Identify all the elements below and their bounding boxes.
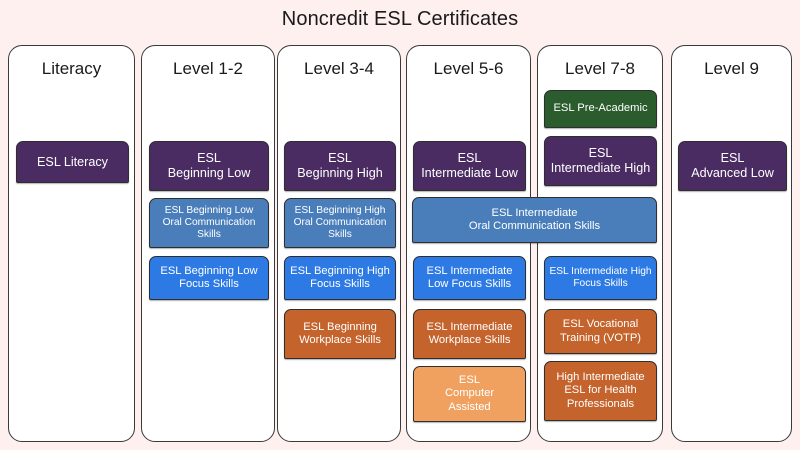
- column-card-literacy: Literacy ESL Literacy: [8, 45, 135, 442]
- program-box-esl-intermediate-high-focus-skills[interactable]: ESL Intermediate High Focus Skills: [544, 256, 657, 300]
- program-box-esl-beginning-high-oral-communication-skills[interactable]: ESL Beginning High Oral Communication Sk…: [284, 198, 396, 248]
- program-box-esl-advanced-low[interactable]: ESL Advanced Low: [678, 141, 787, 191]
- column-title-level-7-8: Level 7-8: [565, 59, 635, 78]
- program-box-esl-computer-assisted[interactable]: ESL Computer Assisted: [413, 366, 526, 422]
- program-box-esl-beginning-low-focus-skills[interactable]: ESL Beginning Low Focus Skills: [149, 256, 269, 300]
- program-box-esl-beginning-low-oral-communication-skills[interactable]: ESL Beginning Low Oral Communication Ski…: [149, 198, 269, 248]
- column-card-level-9: Level 9 ESL Advanced Low: [671, 45, 792, 442]
- column-title-literacy: Literacy: [41, 59, 102, 78]
- program-box-esl-beginning-workplace-skills[interactable]: ESL Beginning Workplace Skills: [284, 309, 396, 359]
- program-box-esl-intermediate-high[interactable]: ESL Intermediate High: [544, 136, 657, 186]
- column-title-level-5-6: Level 5-6: [433, 59, 504, 78]
- program-box-esl-beginning-low[interactable]: ESL Beginning Low: [149, 141, 269, 191]
- program-box-esl-intermediate-low-focus-skills[interactable]: ESL Intermediate Low Focus Skills: [413, 256, 526, 300]
- column-title-level-3-4: Level 3-4: [304, 59, 374, 78]
- program-box-esl-literacy[interactable]: ESL Literacy: [16, 141, 129, 183]
- program-box-esl-intermediate-workplace-skills[interactable]: ESL Intermediate Workplace Skills: [413, 309, 526, 359]
- program-box-esl-beginning-high-focus-skills[interactable]: ESL Beginning High Focus Skills: [284, 256, 396, 300]
- program-box-esl-intermediate-low[interactable]: ESL Intermediate Low: [413, 141, 526, 191]
- column-title-level-1-2: Level 1-2: [173, 59, 243, 78]
- program-box-esl-vocational-training-votp[interactable]: ESL Vocational Training (VOTP): [544, 309, 657, 354]
- column-title-level-9: Level 9: [704, 59, 759, 78]
- column-card-level-7-8: Level 7-8 ESL Pre-Academic ESL Intermedi…: [537, 45, 663, 442]
- program-box-esl-beginning-high[interactable]: ESL Beginning High: [284, 141, 396, 191]
- column-card-level-3-4: Level 3-4 ESL Beginning High ESL Beginni…: [277, 45, 401, 442]
- column-card-level-1-2: Level 1-2 ESL Beginning Low ESL Beginnin…: [141, 45, 275, 442]
- column-card-level-5-6: Level 5-6 ESL Intermediate Low ESL Inter…: [406, 45, 531, 442]
- program-box-esl-intermediate-oral-communication-skills[interactable]: ESL Intermediate Oral Communication Skil…: [412, 197, 657, 243]
- program-box-high-intermediate-esl-for-health-professionals[interactable]: High Intermediate ESL for Health Profess…: [544, 361, 657, 421]
- program-box-esl-pre-academic[interactable]: ESL Pre-Academic: [544, 90, 657, 128]
- page-title: Noncredit ESL Certificates: [281, 8, 519, 30]
